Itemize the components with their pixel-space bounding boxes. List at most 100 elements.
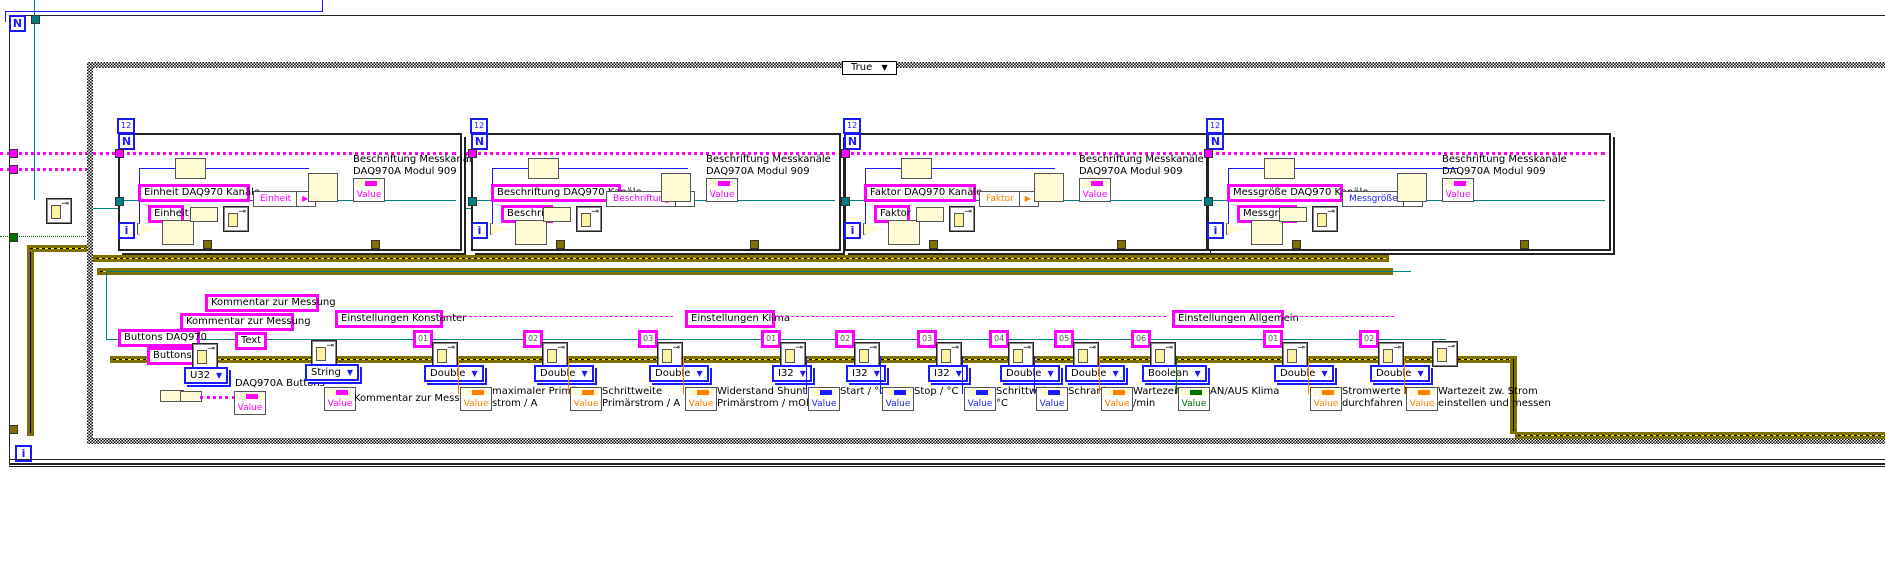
indicator-value: Value: [1313, 399, 1339, 409]
key-constant[interactable]: 03: [917, 330, 938, 348]
type-selector-buttons[interactable]: U32▼: [184, 367, 229, 384]
type-selector[interactable]: Boolean▼: [1142, 365, 1207, 382]
read-key-vi[interactable]: [1150, 342, 1176, 368]
section-constant[interactable]: Einheit DAQ970 Kanäle: [138, 184, 260, 202]
count-wire-top-v2: [5, 11, 6, 22]
section-constant-comment-a[interactable]: Kommentar zur Messung: [205, 294, 336, 312]
indicator[interactable]: Value: [808, 387, 840, 411]
key-constant[interactable]: 04: [989, 330, 1010, 348]
indicator[interactable]: Value: [1310, 387, 1342, 411]
type-selector[interactable]: Double▼: [1065, 365, 1125, 382]
chevron-down-icon: ▼: [881, 63, 888, 72]
type-selector[interactable]: I32▼: [928, 365, 968, 382]
key-constant[interactable]: 01: [761, 330, 782, 348]
indicator[interactable]: Value: [964, 387, 996, 411]
loop-count-constant[interactable]: 12: [843, 118, 862, 134]
read-key-vi[interactable]: [1312, 206, 1338, 232]
section-wire: [439, 316, 673, 317]
read-key-vi-comment[interactable]: [311, 340, 337, 366]
indicator[interactable]: Value: [460, 387, 492, 411]
key-constant[interactable]: 02: [523, 330, 544, 348]
indicator[interactable]: Value: [706, 178, 738, 202]
indicator[interactable]: Value: [570, 387, 602, 411]
indicator[interactable]: Value: [1406, 387, 1438, 411]
section-constant[interactable]: Messgröße DAQ970 Kanäle: [1227, 184, 1368, 202]
indicator[interactable]: Value: [1036, 387, 1068, 411]
key-constant[interactable]: 03: [638, 330, 659, 348]
property-node[interactable]: Einheit: [253, 191, 317, 207]
type-selector[interactable]: Double▼: [424, 365, 484, 382]
indicator[interactable]: Value: [1442, 178, 1474, 202]
key-constant[interactable]: 05: [1054, 330, 1075, 348]
property-node[interactable]: Faktor: [979, 191, 1039, 207]
read-key-vi[interactable]: [576, 206, 602, 232]
key-constant[interactable]: 06: [1131, 330, 1152, 348]
type-selector[interactable]: Double▼: [534, 365, 594, 382]
key-constant-text[interactable]: Text: [235, 332, 267, 350]
error-tunnel: [371, 240, 380, 249]
type-selector[interactable]: Double▼: [1000, 365, 1060, 382]
error-wire-exit-h: [1515, 432, 1885, 439]
indicator-value: Value: [356, 190, 382, 200]
key-constant[interactable]: 02: [835, 330, 856, 348]
concat-string-node: [916, 207, 944, 222]
error-tunnel: [929, 240, 938, 249]
key-constant[interactable]: 01: [1263, 330, 1284, 348]
indicator[interactable]: Value: [1178, 387, 1210, 411]
section-constant-group[interactable]: Einstellungen Klima: [685, 310, 790, 328]
type-label: I32: [934, 368, 950, 379]
loop-iteration-terminal: i: [118, 222, 135, 239]
indicator-value: Value: [327, 399, 353, 409]
tunnel-green: [9, 233, 18, 242]
read-key-vi[interactable]: [949, 206, 975, 232]
section-constant-group[interactable]: Einstellungen Konstanter: [335, 310, 466, 328]
error-tunnel: [556, 240, 565, 249]
indicator[interactable]: Value: [1079, 178, 1111, 202]
type-label: String: [311, 367, 341, 378]
read-key-vi[interactable]: [1073, 342, 1099, 368]
indicator-comment[interactable]: Value: [324, 387, 356, 411]
read-key-vi[interactable]: [542, 342, 568, 368]
read-key-vi[interactable]: [1282, 342, 1308, 368]
read-key-vi[interactable]: [223, 206, 249, 232]
indicator[interactable]: Value: [882, 387, 914, 411]
key-constant[interactable]: 01: [413, 330, 434, 348]
refnum-wire-bottom-v: [106, 271, 107, 339]
loop-count-terminal: N: [844, 133, 861, 150]
indicator[interactable]: Value: [1101, 387, 1133, 411]
loop-count-constant[interactable]: 12: [117, 118, 136, 134]
indicator-buttons[interactable]: Value: [234, 391, 266, 415]
type-label: Double: [1006, 368, 1042, 379]
section-constant-group[interactable]: Einstellungen Allgemein: [1172, 310, 1299, 328]
read-key-vi[interactable]: [780, 342, 806, 368]
indicator-label-line2: DAQ970A Modul 909: [1079, 166, 1183, 177]
read-key-vi[interactable]: [432, 342, 458, 368]
loop-count-constant[interactable]: 12: [1206, 118, 1225, 134]
case-selector[interactable]: True ▼: [842, 61, 897, 75]
loop-count-constant[interactable]: 12: [470, 118, 489, 134]
indicator[interactable]: Value: [353, 178, 385, 202]
open-config-data-vi[interactable]: [46, 198, 72, 224]
section-constant-comment-b[interactable]: Kommentar zur Messung: [180, 313, 311, 331]
string-tunnel: [115, 149, 124, 158]
read-key-vi[interactable]: [936, 342, 962, 368]
section-constant[interactable]: Faktor DAQ970 Kanäle: [864, 184, 982, 202]
type-selector[interactable]: Double▼: [1370, 365, 1430, 382]
type-selector[interactable]: I32▼: [772, 365, 812, 382]
key-constant-buttons[interactable]: Buttons: [147, 347, 197, 365]
value-wire: [568, 356, 569, 394]
type-selector[interactable]: Double▼: [1274, 365, 1334, 382]
indicator-value: Value: [688, 399, 714, 409]
string-tunnel: [468, 149, 477, 158]
read-key-vi-buttons[interactable]: [192, 343, 218, 369]
type-selector[interactable]: I32▼: [846, 365, 886, 382]
section-constant[interactable]: Beschriftung DAQ970 Kanäle: [491, 184, 642, 202]
type-selector[interactable]: Double▼: [649, 365, 709, 382]
type-selector-comment[interactable]: String▼: [305, 364, 359, 381]
indicator[interactable]: Value: [685, 387, 717, 411]
indicator-label-line1: Beschriftung Messkanäle: [1442, 154, 1567, 165]
section-constant-buttons[interactable]: Buttons DAQ970: [118, 329, 207, 347]
close-config-data-vi[interactable]: [1432, 341, 1458, 367]
key-constant[interactable]: 02: [1359, 330, 1380, 348]
case-structure[interactable]: [87, 62, 1885, 444]
